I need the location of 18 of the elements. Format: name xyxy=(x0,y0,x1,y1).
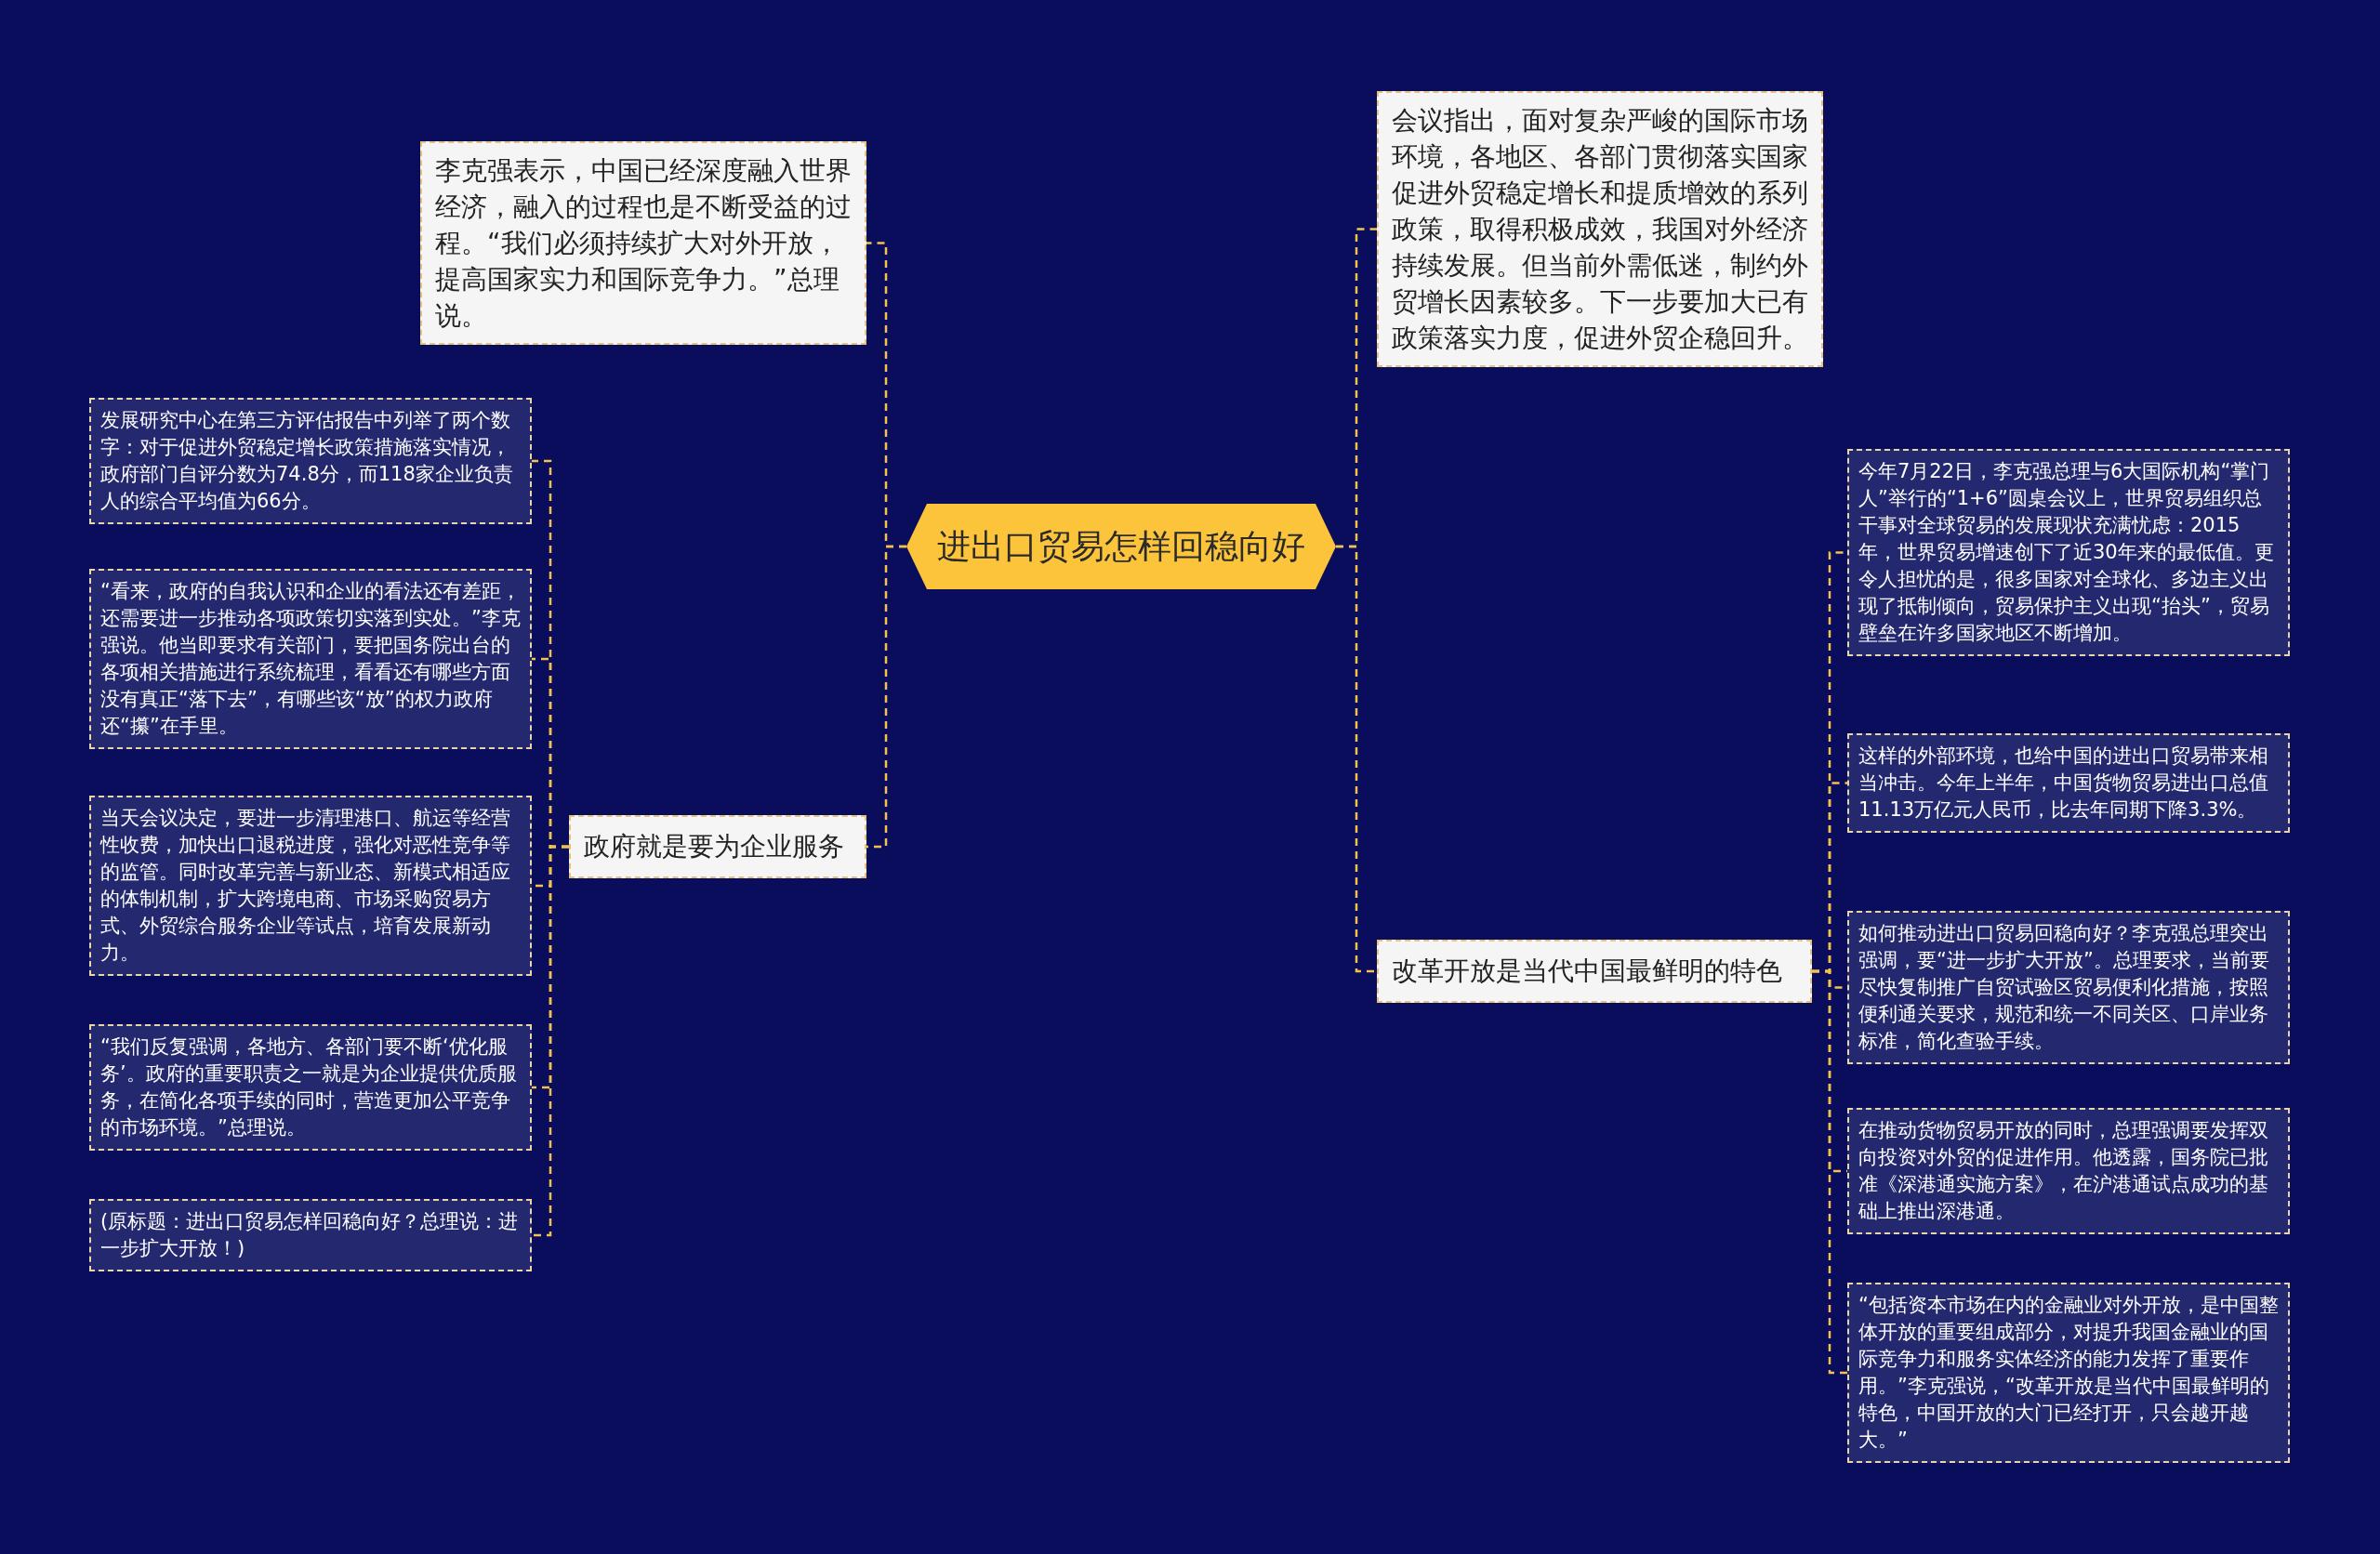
text-box: “我们反复强调，各地方、各部门要不断‘优化服务’。政府的重要职责之一就是为企业提供优质服务，在简化各项手续的同时，营造更加公平竞争的市场环境。”总理说。 xyxy=(89,1024,532,1151)
text-box: 今年7月22日，李克强总理与6大国际机构“掌门人”举行的“1+6”圆桌会议上，世界贸易组织总干事对全球贸易的发展现状充满忧虑：2015年，世界贸易增速创下了近30年来的最低值。更令人担忧的是，很多国家对全球化、多边主义出现了抵制倾向，贸易保护主义出现“抬头”，贸易壁垒在许多国家地区不断增加。 xyxy=(1847,449,2290,656)
connector-line xyxy=(1336,545,1377,973)
text-box: 当天会议决定，要进一步清理港口、航运等经营性收费，加快出口退税进度，强化对恶性竞争等的监管。同时改革完善与新业态、新模式相适应的体制机制，扩大跨境电商、市场采购贸易方式、外贸综合服务企业等试点，培育发展新动力。 xyxy=(89,796,532,976)
text-box: 发展研究中心在第三方评估报告中列举了两个数字：对于促进外贸稳定增长政策措施落实情况，政府部门自评分数为74.8分，而118家企业负责人的综合平均值为66分。 xyxy=(89,398,532,524)
connector-line xyxy=(532,845,569,1237)
text-box: 在推动货物贸易开放的同时，总理强调要发挥双向投资对外贸的促进作用。他透露，国务院已批准《深港通实施方案》，在沪港通试点成功的基础上推出深港通。 xyxy=(1847,1108,2290,1234)
text-box: “看来，政府的自我认识和企业的看法还有差距，还需要进一步推动各项政策切实落到实处。”李克强说。他当即要求有关部门，要把国务院出台的各项相关措施进行系统梳理，看看还有哪些方面没有真正“落下去”，有哪些该“放”的权力政府还“攥”在手里。 xyxy=(89,569,532,749)
text-box: 如何推动进出口贸易回稳向好？李克强总理突出强调，要“进一步扩大开放”。总理要求，当前要尽快复制推广自贸试验区贸易便利化措施，按照便利通关要求，规范和统一不同关区、口岸业务标准，简化查验手续。 xyxy=(1847,911,2290,1064)
connector-line xyxy=(1812,969,1847,1375)
topic-hexagon: 进出口贸易怎样回稳向好 xyxy=(906,504,1336,589)
subtopic-box: 改革开放是当代中国最鲜明的特色 xyxy=(1377,940,1812,1003)
subtopic-box: 政府就是要为企业服务 xyxy=(569,815,866,878)
text-box: 会议指出，面对复杂严峻的国际市场环境，各地区、各部门贯彻落实国家促进外贸稳定增长和提质增效的系列政策，取得积极成效，我国对外经济持续发展。但当前外需低迷，制约外贸增长因素较多。下一步要加大已有政策落实力度，促进外贸企稳回升。 xyxy=(1377,91,1823,367)
text-box: “包括资本市场在内的金融业对外开放，是中国整体开放的重要组成部分，对提升我国金融业的国际竞争力和服务实体经济的能力发挥了重要作用。”李克强说，“改革开放是当代中国最鲜明的特色，中国开放的大门已经打开，只会越开越大。” xyxy=(1847,1283,2290,1463)
text-box: 这样的外部环境，也给中国的进出口贸易带来相当冲击。今年上半年，中国货物贸易进出口总值11.13万亿元人民币，比去年同期下降3.3%。 xyxy=(1847,733,2290,833)
text-box: (原标题：进出口贸易怎样回稳向好？总理说：进一步扩大开放！) xyxy=(89,1199,532,1271)
text-box: 李克强表示，中国已经深度融入世界经济，融入的过程也是不断受益的过程。“我们必须持续扩大对外开放，提高国家实力和国际竞争力。”总理说。 xyxy=(420,141,866,345)
